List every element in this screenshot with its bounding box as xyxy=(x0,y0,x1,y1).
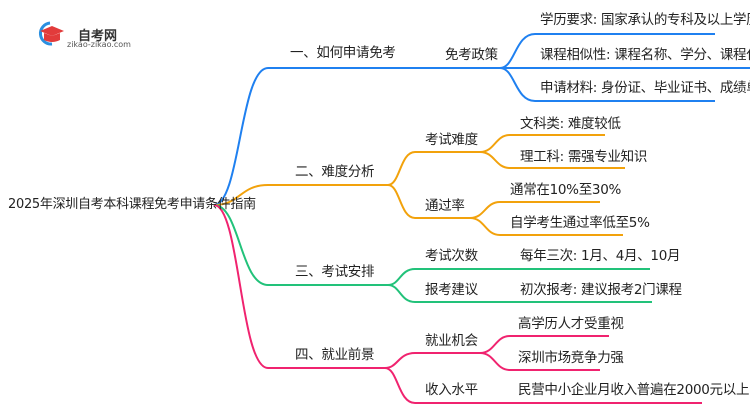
connector xyxy=(387,284,652,303)
connector xyxy=(479,134,605,153)
leaf-node[interactable]: 理工科: 需强专业知识 xyxy=(520,149,648,165)
connector xyxy=(469,201,600,219)
leaf-node[interactable]: 通常在10%至30% xyxy=(510,182,622,198)
sub-node[interactable]: 报考建议 xyxy=(425,282,478,298)
leaf-node[interactable]: 高学历人才受重视 xyxy=(518,316,624,332)
connector xyxy=(213,204,385,369)
branch-3-connectors xyxy=(213,204,652,303)
connector xyxy=(384,367,702,404)
connector xyxy=(479,335,609,354)
connector xyxy=(499,33,715,69)
branch-2-node[interactable]: 二、难度分析 xyxy=(295,164,375,180)
connector xyxy=(469,217,623,236)
connector xyxy=(213,67,500,206)
connector xyxy=(387,184,470,219)
sub-node[interactable]: 免考政策 xyxy=(445,47,498,63)
leaf-node[interactable]: 学历要求: 国家承认的专科及以上学历 xyxy=(540,12,750,28)
connector xyxy=(387,268,650,286)
leaf-node[interactable]: 申请材料: 身份证、毕业证书、成绩单 xyxy=(540,80,750,96)
connector xyxy=(213,184,388,206)
leaf-node[interactable]: 每年三次: 1月、4月、10月 xyxy=(520,248,681,264)
branch-2-connectors xyxy=(213,134,625,236)
leaf-node[interactable]: 深圳市场竞争力强 xyxy=(518,350,624,366)
root-node[interactable]: 2025年深圳自考本科课程免考申请条件指南 xyxy=(8,197,256,212)
branch-4-connectors xyxy=(213,204,702,404)
leaf-node[interactable]: 初次报考: 建议报考2门课程 xyxy=(520,282,682,298)
branch-1-node[interactable]: 一、如何申请免考 xyxy=(290,45,396,61)
leaf-node[interactable]: 自学考生通过率低至5% xyxy=(510,215,650,231)
logo-title: 自考网 xyxy=(78,29,118,44)
leaf-node[interactable]: 文科类: 难度较低 xyxy=(520,116,621,132)
leaf-node[interactable]: 民营中小企业月收入普遍在2000元以上 xyxy=(518,382,750,398)
branch-4-node[interactable]: 四、就业前景 xyxy=(295,347,375,363)
sub-node[interactable]: 通过率 xyxy=(425,198,465,214)
sub-node[interactable]: 考试难度 xyxy=(425,132,478,148)
connector xyxy=(479,352,600,371)
connector xyxy=(384,352,480,369)
connector xyxy=(387,151,480,186)
logo-icon xyxy=(38,21,64,46)
logo-url: zikao-zikao.com xyxy=(67,40,131,49)
leaf-node[interactable]: 课程相似性: 课程名称、学分、课程代码一致 xyxy=(540,47,750,63)
sub-node[interactable]: 考试次数 xyxy=(425,248,478,264)
connector xyxy=(213,204,388,286)
branch-3-node[interactable]: 三、考试安排 xyxy=(295,264,375,280)
sub-node[interactable]: 就业机会 xyxy=(425,333,478,349)
connector xyxy=(499,67,715,102)
branch-1-connectors xyxy=(213,33,750,206)
connector xyxy=(479,151,625,169)
sub-node[interactable]: 收入水平 xyxy=(425,382,478,398)
